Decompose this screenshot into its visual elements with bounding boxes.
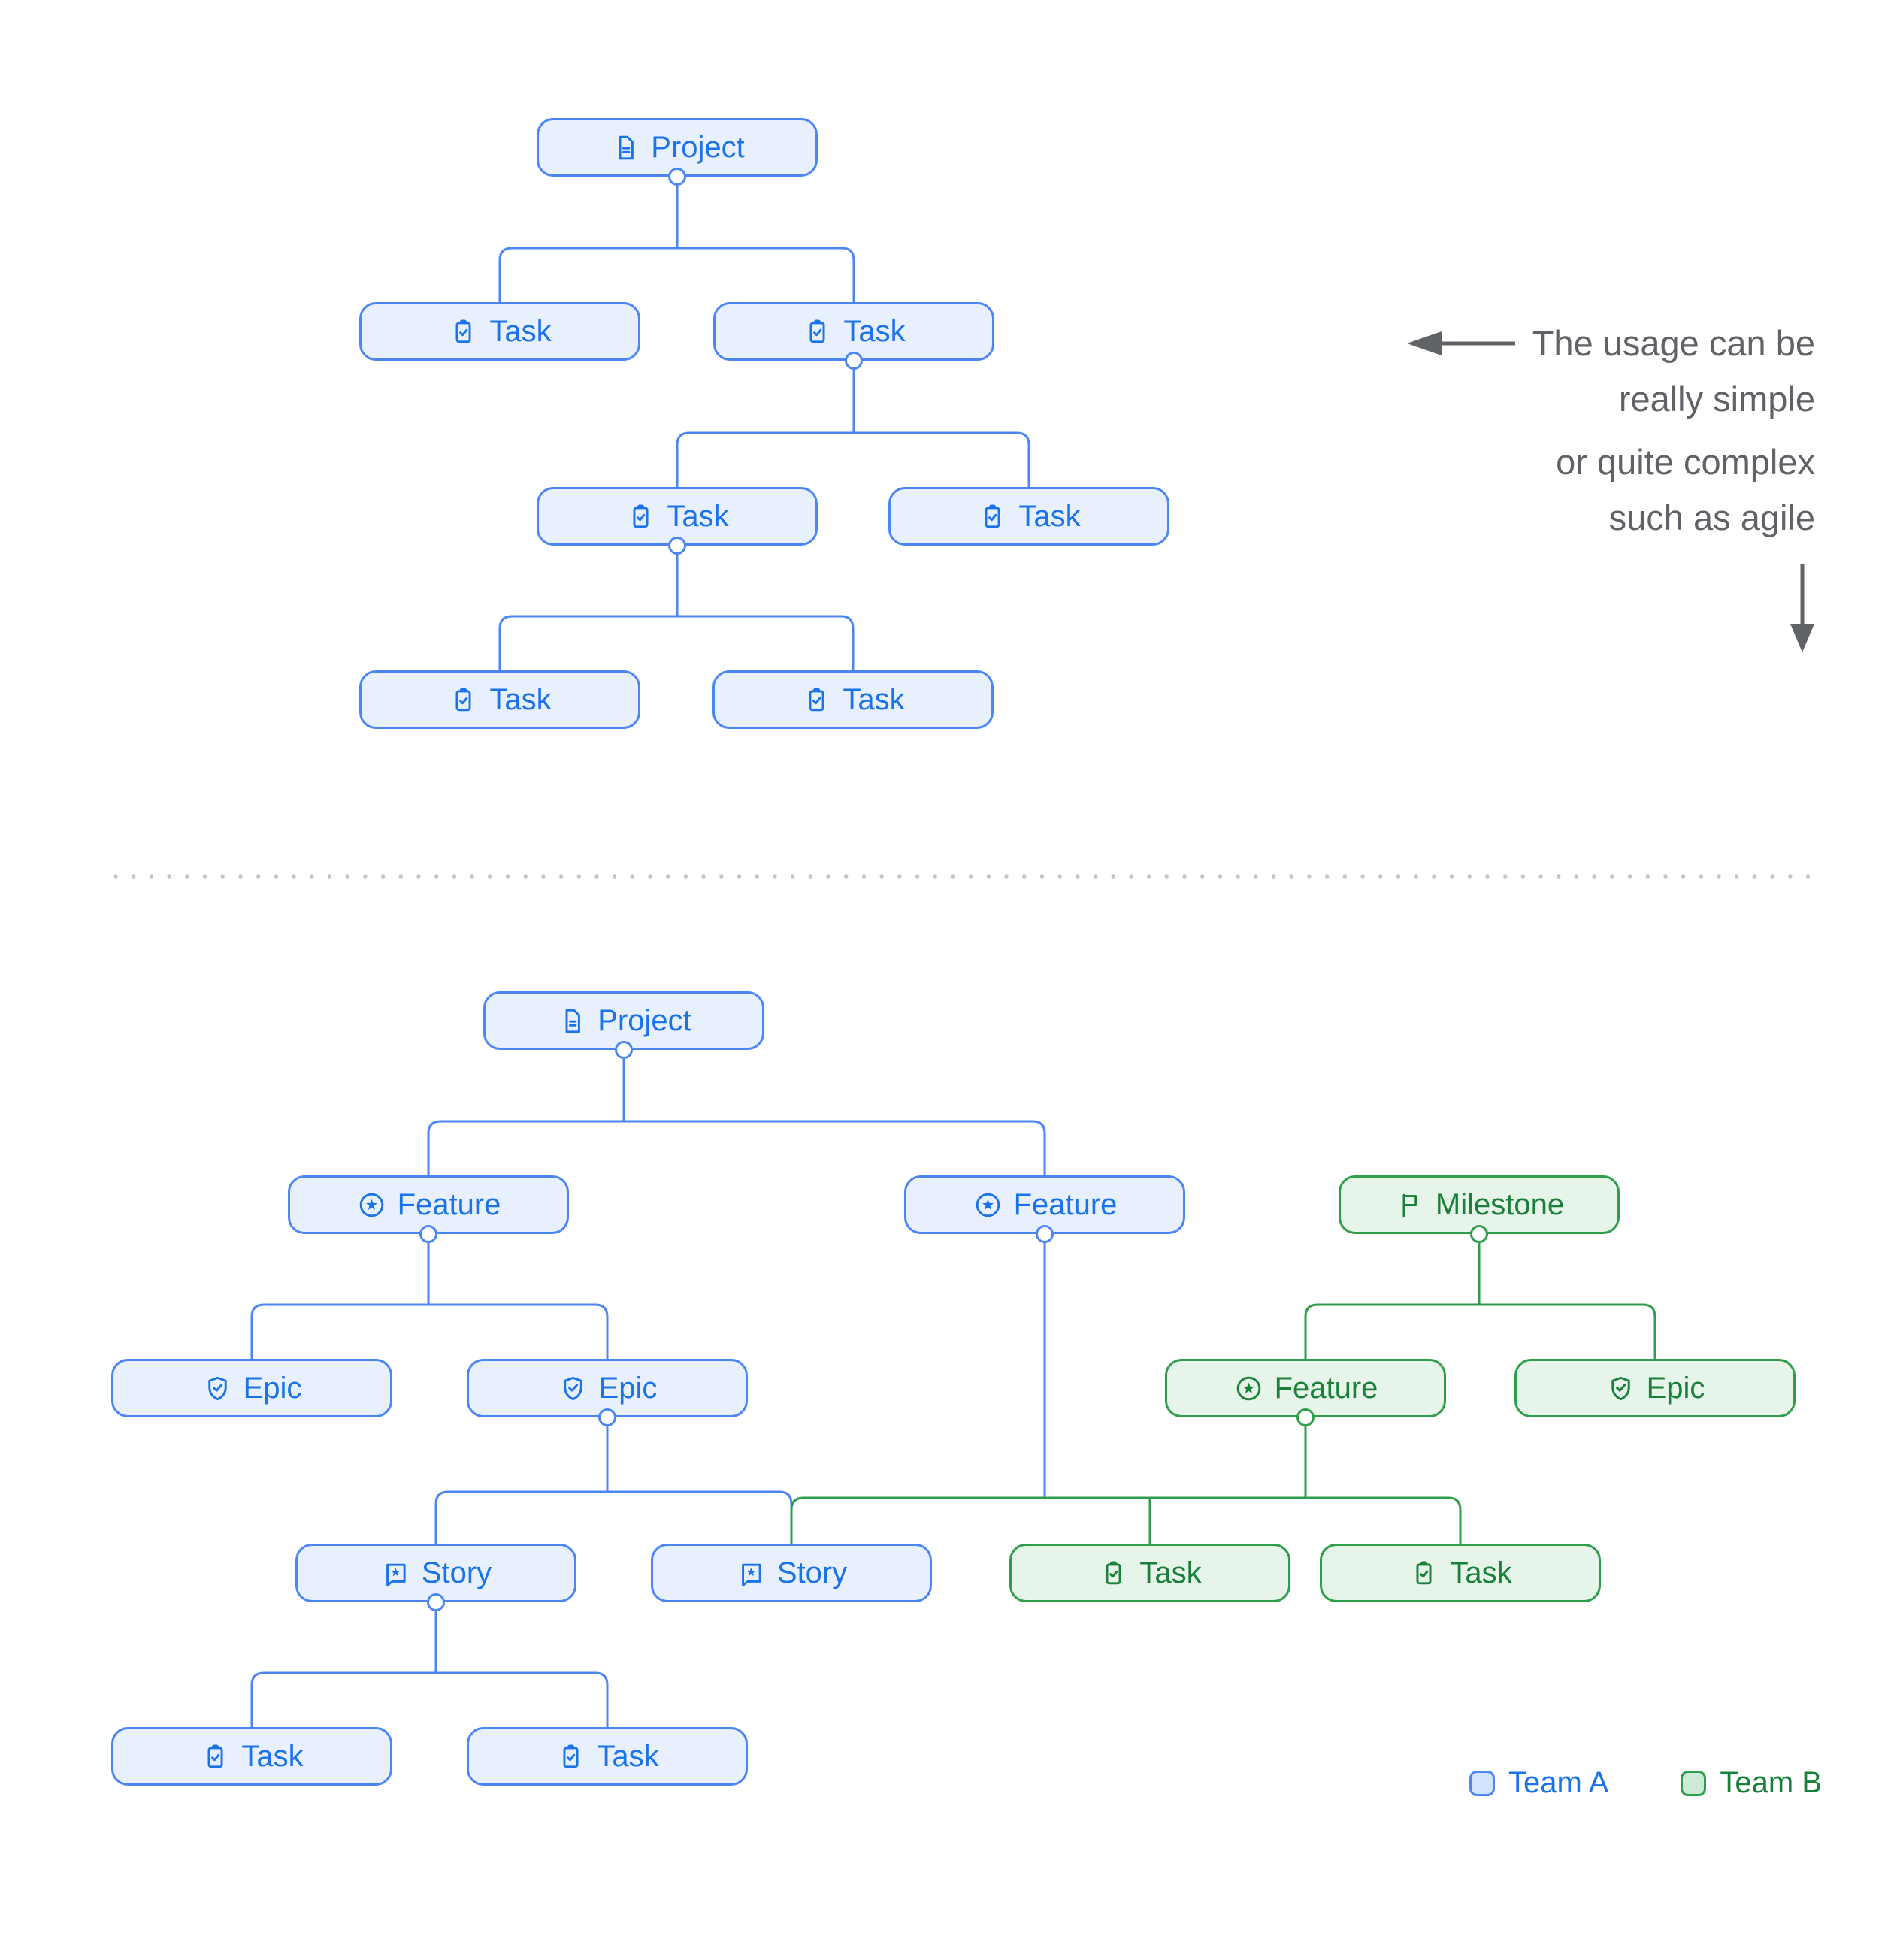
story-icon — [380, 1558, 411, 1589]
connector-port — [615, 1041, 633, 1059]
node-task: Task — [712, 670, 994, 729]
node-label: Task — [489, 682, 552, 716]
connector-port — [1296, 1408, 1315, 1426]
node-project: Project — [537, 118, 818, 177]
dotted-divider — [113, 870, 1817, 883]
task-icon — [625, 501, 656, 532]
node-task: Task — [1009, 1544, 1290, 1602]
connector-line — [498, 247, 855, 304]
epic-icon — [558, 1373, 588, 1404]
node-label: Project — [598, 1003, 691, 1037]
connector-line — [250, 1671, 609, 1729]
connector-line — [250, 1303, 609, 1360]
node-label: Feature — [1013, 1187, 1118, 1221]
node-label: Task — [667, 499, 729, 533]
task-icon — [448, 316, 479, 347]
legend-label-team-b: Team B — [1720, 1766, 1823, 1799]
node-epic: Epic — [111, 1359, 392, 1417]
task-icon — [448, 685, 479, 715]
node-label: Epic — [1646, 1371, 1705, 1405]
node-label: Task — [489, 314, 552, 348]
team-b-swatch — [1681, 1770, 1707, 1796]
annotation-line: or quite complex — [1556, 442, 1815, 482]
task-icon — [801, 685, 832, 715]
feature-icon — [356, 1190, 387, 1220]
node-epic: Epic — [1514, 1359, 1796, 1417]
connector-line — [434, 1490, 793, 1545]
node-task: Task — [359, 302, 640, 361]
node-task: Task — [537, 487, 818, 546]
node-project: Project — [483, 991, 764, 1050]
task-icon — [555, 1741, 586, 1772]
epic-icon — [202, 1373, 233, 1404]
node-task: Task — [888, 487, 1169, 546]
connector-line — [498, 615, 855, 672]
connector-line — [1304, 1303, 1656, 1360]
epic-icon — [1605, 1373, 1636, 1404]
node-label: Milestone — [1435, 1187, 1565, 1221]
node-label: Task — [1018, 499, 1081, 533]
node-label: Epic — [243, 1371, 302, 1405]
node-label: Task — [1450, 1556, 1512, 1589]
node-label: Feature — [397, 1187, 501, 1221]
milestone-icon — [1394, 1190, 1425, 1220]
connector-line — [676, 431, 1030, 488]
node-label: Task — [1139, 1556, 1202, 1589]
node-label: Project — [651, 130, 745, 164]
connector-port — [598, 1408, 616, 1426]
node-task: Task — [111, 1727, 392, 1786]
down-arrow-icon — [1786, 562, 1819, 654]
feature-icon — [973, 1190, 1003, 1220]
connector-port — [845, 352, 863, 370]
node-task: Task — [359, 670, 640, 729]
connector-port — [668, 537, 686, 555]
task-icon — [1098, 1558, 1129, 1589]
node-task: Task — [1320, 1544, 1601, 1602]
annotation-line: such as agile — [1608, 498, 1815, 537]
annotation-line: The usage can be — [1532, 323, 1815, 363]
node-label: Feature — [1274, 1371, 1378, 1405]
node-label: Task — [843, 314, 906, 348]
connector-port — [1470, 1225, 1488, 1243]
annotation-note: The usage can be really simple or quite … — [1532, 316, 1815, 546]
node-feature: Feature — [904, 1175, 1185, 1234]
task-icon — [977, 501, 1008, 532]
document-icon — [610, 132, 640, 163]
team-a-swatch — [1469, 1770, 1495, 1796]
connector-port — [419, 1225, 437, 1243]
node-task: Task — [467, 1727, 748, 1786]
connector-port — [1036, 1225, 1054, 1243]
task-icon — [1408, 1558, 1439, 1589]
node-feature: Feature — [1165, 1359, 1446, 1417]
node-label: Epic — [598, 1371, 658, 1405]
node-label: Task — [843, 682, 905, 716]
document-icon — [556, 1006, 587, 1036]
legend-item-team-b: Team B — [1681, 1766, 1822, 1800]
legend-item-team-a: Team A — [1469, 1766, 1608, 1800]
node-milestone: Milestone — [1339, 1175, 1620, 1234]
node-feature: Feature — [288, 1175, 569, 1234]
connector-port — [668, 168, 686, 186]
story-icon — [736, 1558, 767, 1589]
left-arrow-icon — [1404, 325, 1517, 361]
legend: Team A Team B — [1469, 1766, 1822, 1800]
task-icon — [802, 316, 833, 347]
legend-label-team-a: Team A — [1508, 1766, 1609, 1799]
feature-icon — [1233, 1373, 1264, 1404]
node-label: Story — [776, 1556, 848, 1589]
node-label: Task — [597, 1739, 659, 1773]
task-icon — [200, 1741, 231, 1772]
connector-line — [790, 1496, 1462, 1545]
node-story: Story — [651, 1544, 932, 1602]
annotation-line: really simple — [1618, 379, 1815, 419]
node-label: Story — [421, 1556, 492, 1589]
connector-line — [427, 1120, 1046, 1177]
connector-port — [427, 1593, 445, 1611]
node-story: Story — [295, 1544, 576, 1602]
node-label: Task — [241, 1739, 304, 1773]
